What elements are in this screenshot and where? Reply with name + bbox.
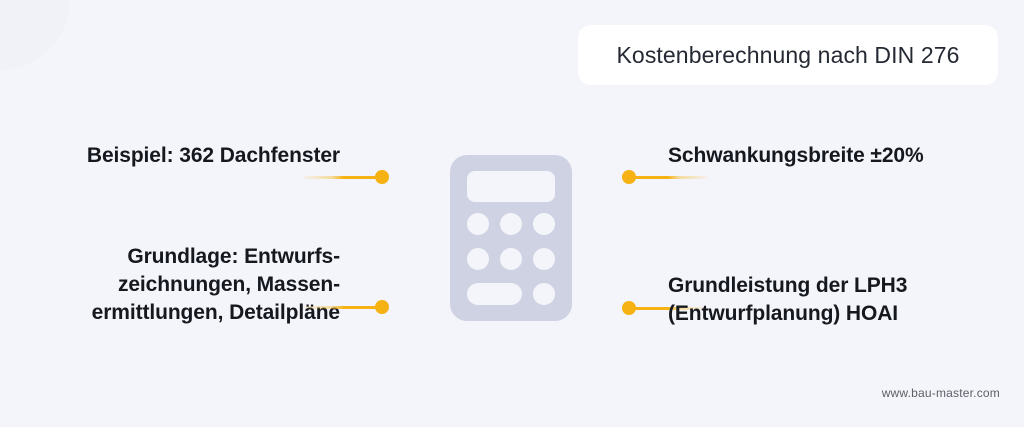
calculator-key: [500, 213, 522, 235]
callout-right-2: Grundleistung der LPH3 (Entwurfplanung) …: [668, 274, 908, 325]
calculator-icon: [450, 155, 572, 321]
callout-left-2: Grundlage: Entwurfs- zeichnungen, Massen…: [91, 245, 340, 324]
title-card: Kostenberechnung nach DIN 276: [578, 25, 998, 85]
connector-line: [623, 175, 708, 179]
calculator-key: [533, 283, 555, 305]
calculator-key: [533, 248, 555, 270]
callout-right-1: Schwankungsbreite ±20%: [668, 144, 924, 167]
calculator-key: [467, 213, 489, 235]
calculator-key: [467, 248, 489, 270]
connector-line: [303, 305, 388, 309]
connector-line: [303, 175, 388, 179]
connector-dot: [375, 300, 389, 314]
watermark: www.bau-master.com: [881, 386, 1000, 400]
page-title: Kostenberechnung nach DIN 276: [616, 41, 960, 68]
connector-right-1: [622, 170, 708, 184]
calculator-key-wide: [467, 283, 522, 305]
connector-line: [623, 306, 708, 310]
calculator-key: [533, 213, 555, 235]
corner-decoration: [0, 0, 70, 70]
connector-dot: [622, 301, 636, 315]
calculator-key: [500, 248, 522, 270]
callout-left-1: Beispiel: 362 Dachfenster: [86, 144, 340, 167]
connector-left-1: [303, 170, 389, 184]
calculator-keypad-icon: [467, 213, 555, 305]
calculator-display-icon: [467, 171, 555, 202]
connector-right-2: [622, 301, 708, 315]
connector-dot: [375, 170, 389, 184]
connector-left-2: [303, 300, 389, 314]
connector-dot: [622, 170, 636, 184]
